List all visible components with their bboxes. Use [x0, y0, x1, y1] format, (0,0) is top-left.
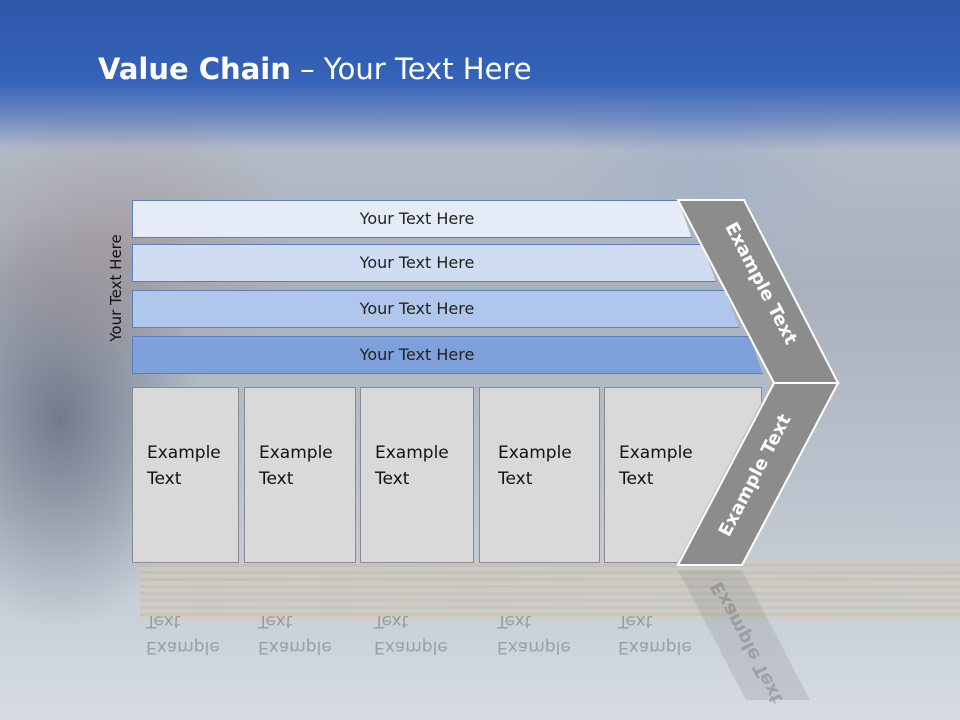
- support-bar-1-label: Your Text Here: [359, 209, 475, 228]
- activity-box-3: Example Text: [360, 387, 474, 563]
- support-bar-1: Your Text Here: [132, 200, 692, 238]
- activity-box-5-line2: Text: [619, 469, 654, 489]
- activity-box-2-line1: Example: [259, 443, 333, 463]
- activity-box-1: Example Text: [132, 387, 239, 563]
- support-bar-3-label: Your Text Here: [359, 299, 475, 318]
- chevron-lower-segment: [676, 382, 840, 566]
- activity-box-3-line2: Text: [375, 469, 410, 489]
- support-bar-2-label: Your Text Here: [359, 253, 475, 272]
- support-bar-3: Your Text Here: [132, 290, 739, 328]
- activity-box-4: Example Text: [479, 387, 600, 563]
- support-bar-2: Your Text Here: [132, 244, 716, 282]
- activity-box-2-line2: Text: [259, 469, 294, 489]
- activity-box-4-line1: Example: [498, 443, 572, 463]
- activity-box-2: Example Text: [244, 387, 356, 563]
- chevron-reflection: [678, 570, 810, 700]
- activity-box-5-line1: Example: [619, 443, 693, 463]
- coin-stacks-image: [140, 560, 960, 620]
- header-band: [0, 0, 960, 150]
- activity-box-1-line1: Example: [147, 443, 221, 463]
- support-bar-4-label: Your Text Here: [359, 345, 475, 364]
- activity-box-4-line2: Text: [498, 469, 533, 489]
- support-bar-4: Your Text Here: [132, 336, 763, 374]
- slide-title: Value Chain – Your Text Here: [98, 52, 532, 86]
- activity-box-3-line1: Example: [375, 443, 449, 463]
- activity-box-1-line2: Text: [147, 469, 182, 489]
